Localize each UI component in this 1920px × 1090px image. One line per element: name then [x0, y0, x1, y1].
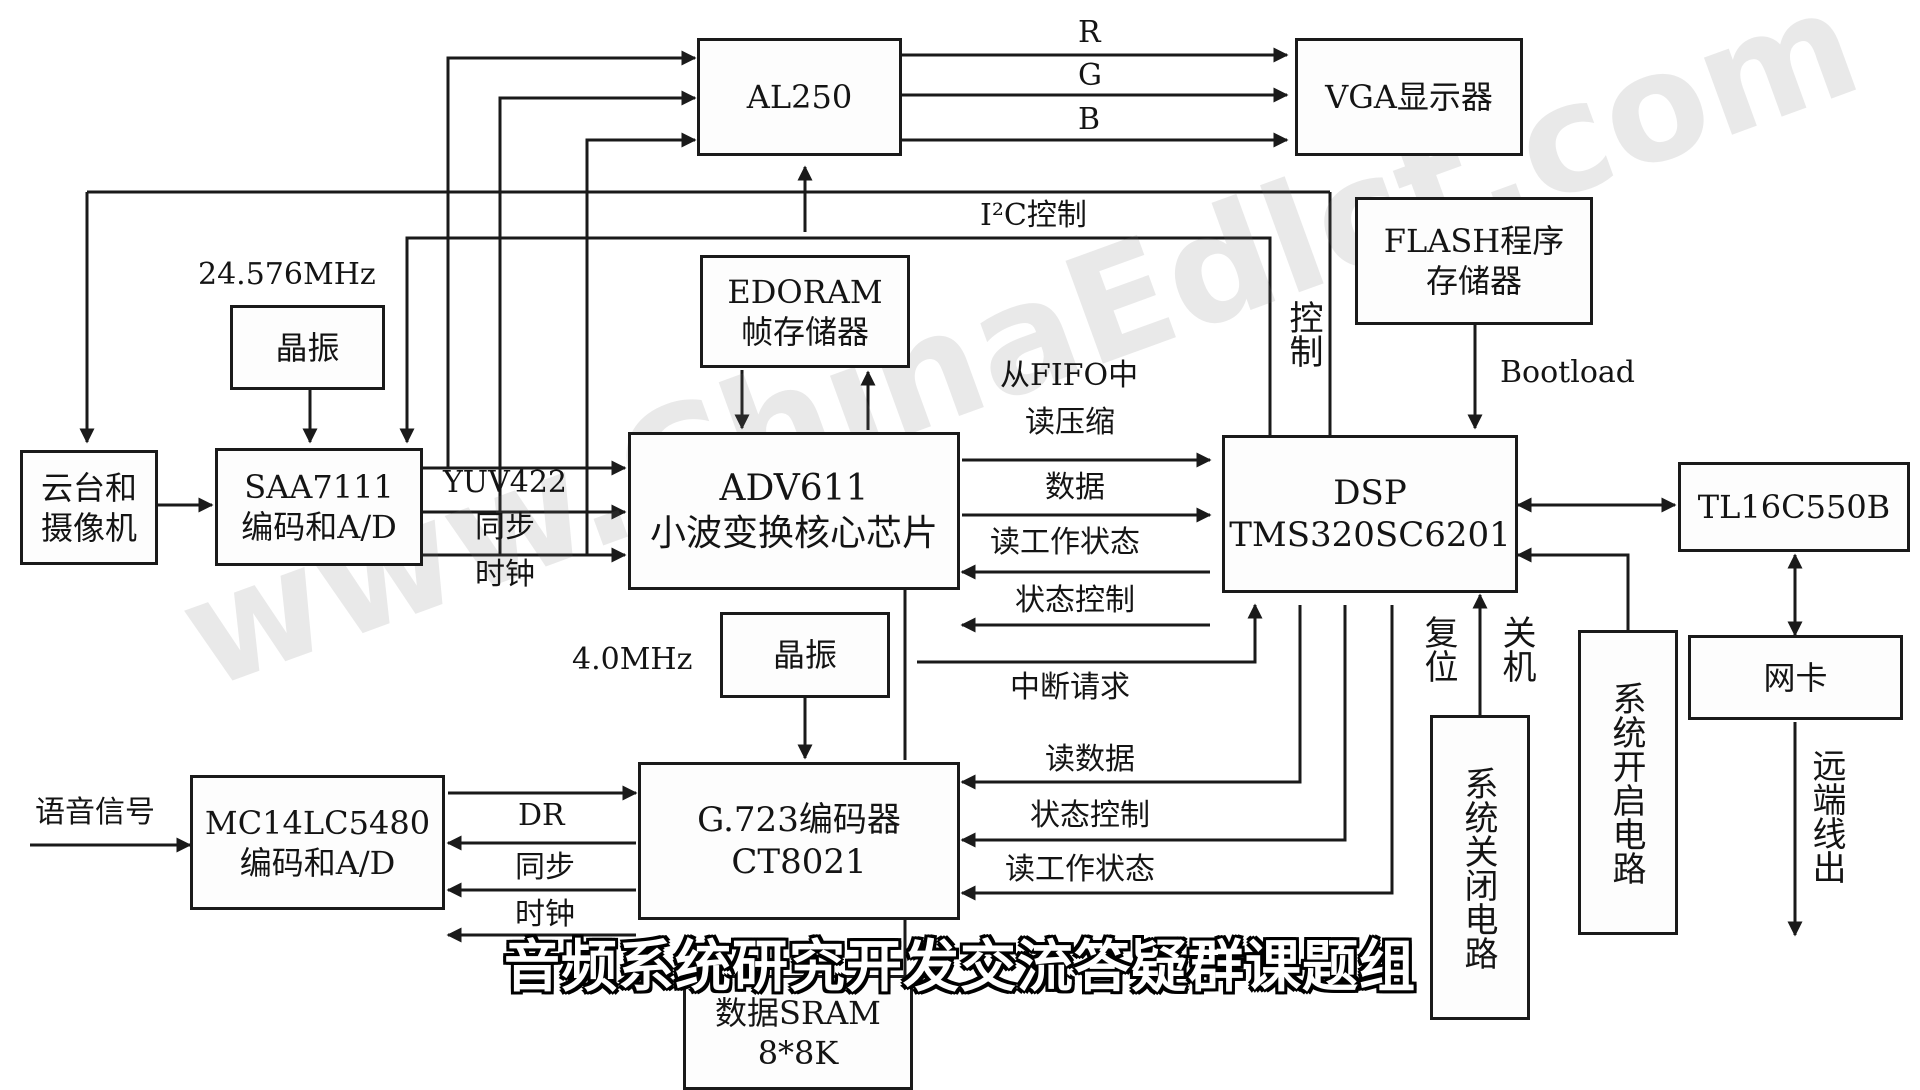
tl16c550b-label: TL16C550B: [1697, 488, 1891, 526]
mc14lc5480-label-2: 编码和A/D: [239, 843, 396, 882]
read-status-line: [960, 605, 1394, 901]
control-label: 控制: [1283, 300, 1323, 368]
status-ctrl-2-label: 状态控制: [1030, 798, 1150, 833]
freq-2-label: 4.0MHz: [572, 642, 693, 677]
dsp-label-2: TMS320SC6201: [1229, 515, 1511, 555]
yuv422-label: YUV422: [443, 465, 568, 500]
crystal-1-block: 晶振: [230, 305, 385, 390]
sync-1-label: 同步: [475, 510, 535, 545]
dr-label: DR: [518, 798, 565, 833]
sram-block: 数据SRAM 8*8K: [683, 975, 913, 1090]
shutdown-label: 关机: [1496, 615, 1536, 683]
crystal-2-label: 晶振: [772, 636, 837, 674]
read-fifo-label-1: 从FIFO中: [1000, 358, 1139, 393]
status-ctrl-1-label: 状态控制: [1015, 583, 1135, 618]
sync-2-label: 同步: [515, 850, 575, 885]
bus-to-al250-2: [498, 90, 697, 555]
saa7111-block: SAA7111 编码和A/D: [215, 448, 423, 566]
interrupt-line: [917, 603, 1263, 664]
i2c-label: I²C控制: [980, 198, 1087, 233]
g723-label-2: CT8021: [731, 842, 867, 882]
interrupt-label: 中断请求: [1010, 670, 1130, 705]
camera-block: 云台和 摄像机: [20, 450, 158, 565]
video-subtitle: 音频系统研究开发交流答疑群课题组: [504, 935, 1416, 1000]
mc14lc5480-block: MC14LC5480 编码和A/D: [190, 775, 445, 910]
saa7111-label-2: 编码和A/D: [241, 508, 397, 546]
control-bus: [399, 236, 1272, 444]
netcard-label: 网卡: [1763, 658, 1828, 697]
r-label: R: [1078, 15, 1101, 50]
status-ctrl-line: [960, 605, 1347, 848]
freq-1-label: 24.576MHz: [198, 257, 376, 292]
read-data-label: 读数据: [1045, 742, 1135, 777]
clock-1-label: 时钟: [475, 557, 535, 592]
g723-block: G.723编码器 CT8021: [638, 762, 960, 920]
sram-label-2: 8*8K: [757, 1033, 839, 1072]
clock-2-label: 时钟: [515, 897, 575, 932]
al250-block: AL250: [697, 38, 902, 156]
tl16c550b-block: TL16C550B: [1678, 462, 1910, 552]
g-label: G: [1078, 58, 1102, 93]
data-label: 数据: [1045, 470, 1105, 505]
dsp-label-1: DSP: [1333, 472, 1407, 513]
shutdown-circuit-block: 系统关闭电路: [1430, 715, 1530, 1020]
saa7111-label-1: SAA7111: [244, 468, 394, 506]
crystal-1-label: 晶振: [275, 328, 340, 367]
adv611-label-2: 小波变换核心芯片: [649, 513, 938, 554]
crystal-2-block: 晶振: [720, 612, 890, 698]
startup-circuit-label: 系统开启电路: [1606, 680, 1646, 885]
bus-to-al250-3: [585, 132, 697, 555]
mc14lc5480-label-1: MC14LC5480: [204, 803, 431, 842]
bootload-label: Bootload: [1500, 355, 1635, 390]
reset-label: 复位: [1418, 615, 1458, 683]
shutdown-circuit-label: 系统关闭电路: [1458, 765, 1498, 970]
netcard-block: 网卡: [1688, 635, 1903, 720]
read-status-1-label: 读工作状态: [990, 525, 1140, 560]
dsp-block: DSP TMS320SC6201: [1222, 435, 1518, 593]
edoram-block: EDORAM 帧存储器: [700, 255, 910, 368]
vga-label: VGA显示器: [1325, 78, 1493, 116]
camera-label-1: 云台和: [40, 468, 137, 507]
sram-label-1: 数据SRAM: [715, 993, 881, 1032]
camera-label-2: 摄像机: [40, 508, 137, 547]
edoram-label-2: 帧存储器: [740, 312, 869, 351]
g723-label-1: G.723编码器: [697, 799, 901, 840]
b-label: B: [1078, 102, 1101, 137]
read-status-2-label: 读工作状态: [1005, 852, 1155, 887]
flash-block: FLASH程序 存储器: [1355, 197, 1593, 325]
read-data-line: [960, 605, 1302, 790]
adv611-block: ADV611 小波变换核心芯片: [628, 432, 960, 590]
flash-label-2: 存储器: [1425, 262, 1522, 300]
remote-out-label: 远端线出: [1806, 748, 1846, 884]
read-fifo-label-2: 读压缩: [1025, 405, 1115, 440]
flash-label-1: FLASH程序: [1383, 222, 1565, 260]
adv611-label-1: ADV611: [719, 468, 869, 509]
edoram-label-1: EDORAM: [727, 272, 883, 311]
al250-label: AL250: [746, 78, 853, 116]
vga-display-block: VGA显示器: [1295, 38, 1523, 156]
startup-circuit-block: 系统开启电路: [1578, 630, 1678, 935]
voice-signal-label: 语音信号: [35, 795, 155, 830]
bus-to-al250-1: [446, 50, 697, 468]
